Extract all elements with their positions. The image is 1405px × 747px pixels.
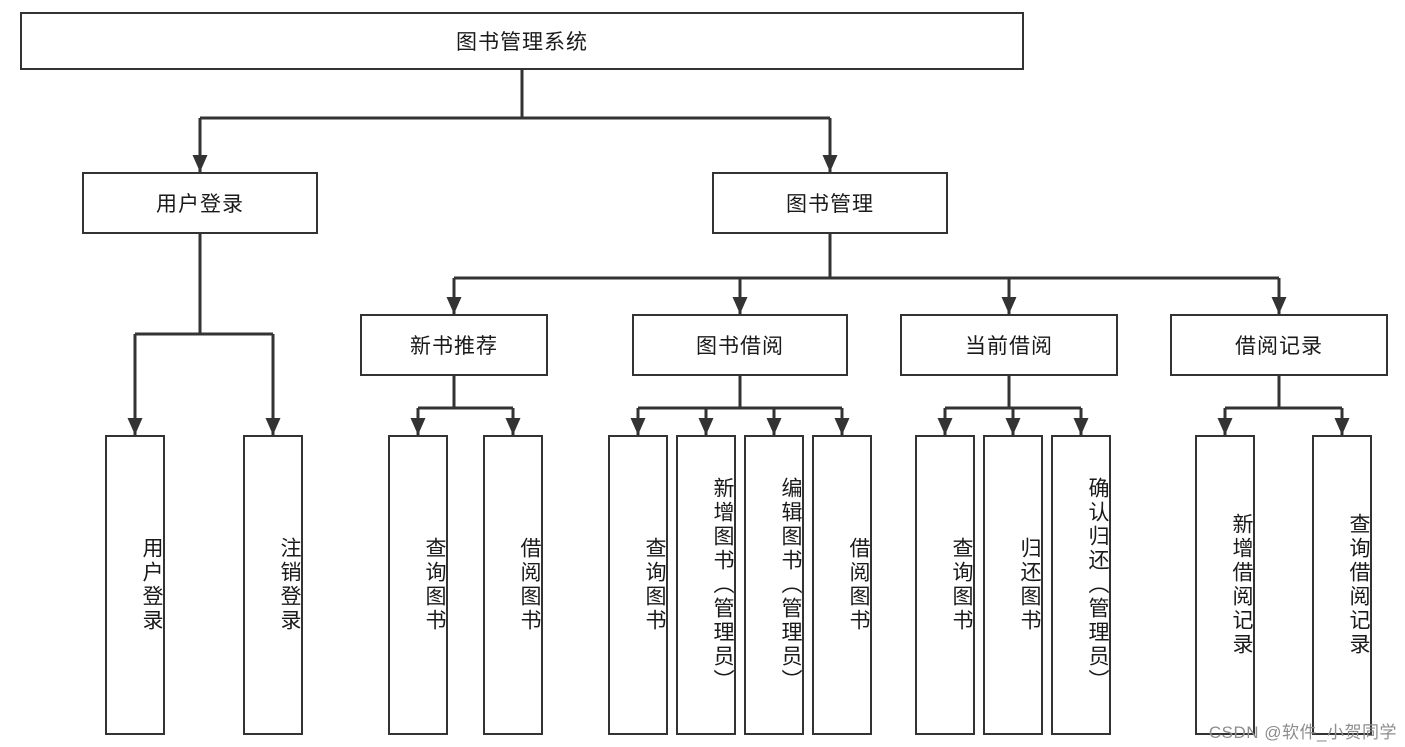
node-borrow[interactable]: 图书借阅 (632, 314, 848, 376)
node-leaf-borrow-4[interactable]: 借阅图书 (812, 435, 872, 735)
node-label: 图书管理系统 (456, 31, 588, 54)
node-label: 新书推荐 (410, 335, 498, 358)
node-leaf-cur-2[interactable]: 归还图书 (983, 435, 1043, 735)
arrowhead-icon (1271, 297, 1287, 314)
node-leaf-new-1[interactable]: 查询图书 (388, 435, 448, 735)
node-label: 新增图书（管理员） (711, 477, 734, 693)
node-label: 用户登录 (140, 537, 163, 633)
node-leaf-borrow-2[interactable]: 新增图书（管理员） (676, 435, 736, 735)
watermark-label: CSDN @软件_小贺同学 (1208, 723, 1397, 742)
arrowhead-icon (630, 418, 646, 435)
arrowhead-icon (698, 418, 714, 435)
node-records[interactable]: 借阅记录 (1170, 314, 1388, 376)
arrowhead-icon (127, 418, 143, 435)
node-leaf-new-2[interactable]: 借阅图书 (483, 435, 543, 735)
node-label: 图书借阅 (696, 335, 784, 358)
node-root[interactable]: 图书管理系统 (20, 12, 1024, 70)
arrowhead-icon (732, 297, 748, 314)
node-leaf-cur-3[interactable]: 确认归还（管理员） (1051, 435, 1111, 735)
node-label: 新增借阅记录 (1230, 513, 1253, 657)
arrowhead-icon (1073, 418, 1089, 435)
node-leaf-borrow-1[interactable]: 查询图书 (608, 435, 668, 735)
node-current[interactable]: 当前借阅 (900, 314, 1118, 376)
arrowhead-icon (1334, 418, 1350, 435)
arrowhead-icon (410, 418, 426, 435)
node-label: 查询借阅记录 (1347, 513, 1370, 657)
node-label: 注销登录 (278, 537, 301, 633)
node-leaf-login-1[interactable]: 用户登录 (105, 435, 165, 735)
arrowhead-icon (192, 155, 208, 172)
node-label: 确认归还（管理员） (1086, 477, 1109, 693)
node-label: 查询图书 (950, 537, 973, 633)
node-newbook[interactable]: 新书推荐 (360, 314, 548, 376)
node-login[interactable]: 用户登录 (82, 172, 318, 234)
node-leaf-borrow-3[interactable]: 编辑图书（管理员） (744, 435, 804, 735)
arrowhead-icon (822, 155, 838, 172)
node-leaf-rec-2[interactable]: 查询借阅记录 (1312, 435, 1372, 735)
node-label: 归还图书 (1018, 537, 1041, 633)
node-leaf-rec-1[interactable]: 新增借阅记录 (1195, 435, 1255, 735)
node-label: 当前借阅 (965, 335, 1053, 358)
arrowhead-icon (265, 418, 281, 435)
arrowhead-icon (937, 418, 953, 435)
arrowhead-icon (446, 297, 462, 314)
arrowhead-icon (505, 418, 521, 435)
arrowhead-icon (1217, 418, 1233, 435)
arrowhead-icon (1005, 418, 1021, 435)
node-label: 查询图书 (643, 537, 666, 633)
node-label: 借阅图书 (847, 537, 870, 633)
node-leaf-cur-1[interactable]: 查询图书 (915, 435, 975, 735)
node-label: 图书管理 (786, 193, 874, 216)
node-bookmgmt[interactable]: 图书管理 (712, 172, 948, 234)
node-label: 编辑图书（管理员） (779, 477, 802, 693)
node-leaf-login-2[interactable]: 注销登录 (243, 435, 303, 735)
arrowhead-icon (834, 418, 850, 435)
node-label: 用户登录 (156, 193, 244, 216)
node-label: 查询图书 (423, 537, 446, 633)
node-label: 借阅记录 (1235, 335, 1323, 358)
arrowhead-icon (1001, 297, 1017, 314)
arrowhead-icon (766, 418, 782, 435)
node-label: 借阅图书 (518, 537, 541, 633)
